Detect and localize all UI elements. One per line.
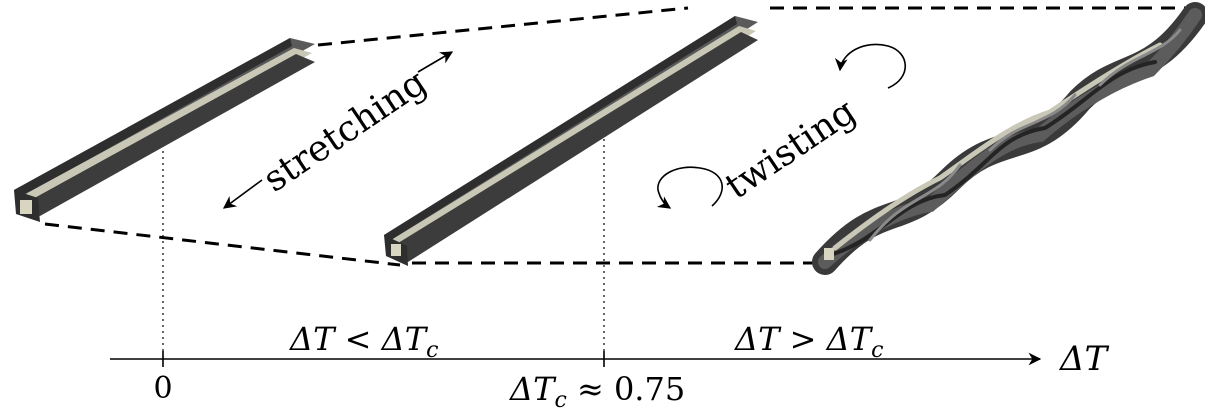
beam-initial — [14, 38, 315, 222]
beam-twisted — [824, 15, 1195, 262]
beam-stretched — [384, 16, 758, 266]
region-above-label: ΔT > ΔTc — [733, 320, 883, 363]
tick-critical-label: ΔTc ≈ 0.75 — [508, 370, 685, 413]
stretching-label: stretching — [256, 62, 434, 201]
connector-bottom-left — [45, 224, 400, 265]
connector-top-left — [318, 8, 688, 45]
twist-arrow-lower-icon — [658, 167, 722, 208]
stretch-arrow-up-right — [418, 52, 452, 72]
axis-label: ΔT — [1058, 339, 1110, 379]
twisting-label: twisting — [718, 91, 863, 207]
stretch-arrow-down-left — [224, 180, 262, 208]
region-below-label: ΔT < ΔTc — [288, 320, 438, 363]
tick-zero-label: 0 — [153, 371, 172, 406]
delta-t-axis: ΔT 0 ΔTc ≈ 0.75 ΔT < ΔTc ΔT > ΔTc — [110, 320, 1110, 413]
twist-arrow-upper-icon — [840, 44, 905, 88]
